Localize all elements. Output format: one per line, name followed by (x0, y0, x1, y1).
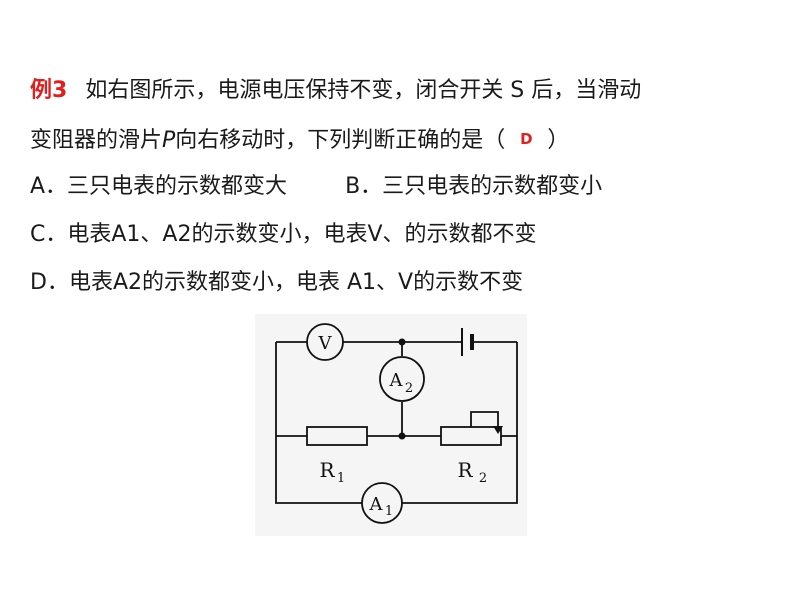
option-a: A．三只电表的示数都变大 (30, 174, 288, 199)
options-row-ab: A．三只电表的示数都变大 B．三只电表的示数都变小 (30, 172, 602, 202)
question-line-2: 变阻器的滑片P向右移动时，下列判断正确的是（ D ） (30, 124, 569, 156)
option-c: C．电表A1、A2的示数变小，电表V、的示数都不变 (30, 222, 537, 247)
ammeter-a2-icon: A 2 (379, 356, 425, 402)
a1-label: A (369, 494, 384, 515)
slider-arrow-icon (493, 426, 503, 434)
voltmeter-label: V (318, 333, 333, 354)
a1-subscript: 1 (385, 504, 393, 519)
question-text-2c: ） (547, 128, 570, 153)
voltmeter-icon: V (306, 323, 344, 361)
circuit-diagram: V A 2 R 1 R 2 A 1 (255, 314, 527, 536)
question-text-2a: 变阻器的滑片 (30, 128, 163, 153)
rheostat-r2-icon (440, 426, 502, 446)
option-b: B．三只电表的示数都变小 (345, 174, 603, 199)
slider-symbol: P (162, 128, 176, 153)
question-line-1: 例3 如右图所示，电源电压保持不变，闭合开关 S 后，当滑动 (30, 76, 641, 106)
resistor-r1-icon (306, 426, 368, 446)
question-text-1: 如右图所示，电源电压保持不变，闭合开关 S 后，当滑动 (85, 78, 642, 103)
example-tag: 例3 (30, 78, 68, 103)
answer-mark: D (520, 130, 533, 148)
r2-subscript: 2 (479, 471, 487, 486)
r1-label: R (319, 458, 335, 482)
r2-label: R (457, 458, 473, 482)
option-d: D．电表A2的示数都变小，电表 A1、V的示数不变 (30, 270, 524, 295)
a2-subscript: 2 (405, 381, 413, 396)
r1-subscript: 1 (337, 471, 345, 486)
question-text-2b: 向右移动时，下列判断正确的是（ (175, 128, 506, 153)
a2-label: A (389, 370, 404, 391)
ammeter-a1-icon: A 1 (361, 482, 403, 524)
battery-icon (461, 328, 474, 356)
